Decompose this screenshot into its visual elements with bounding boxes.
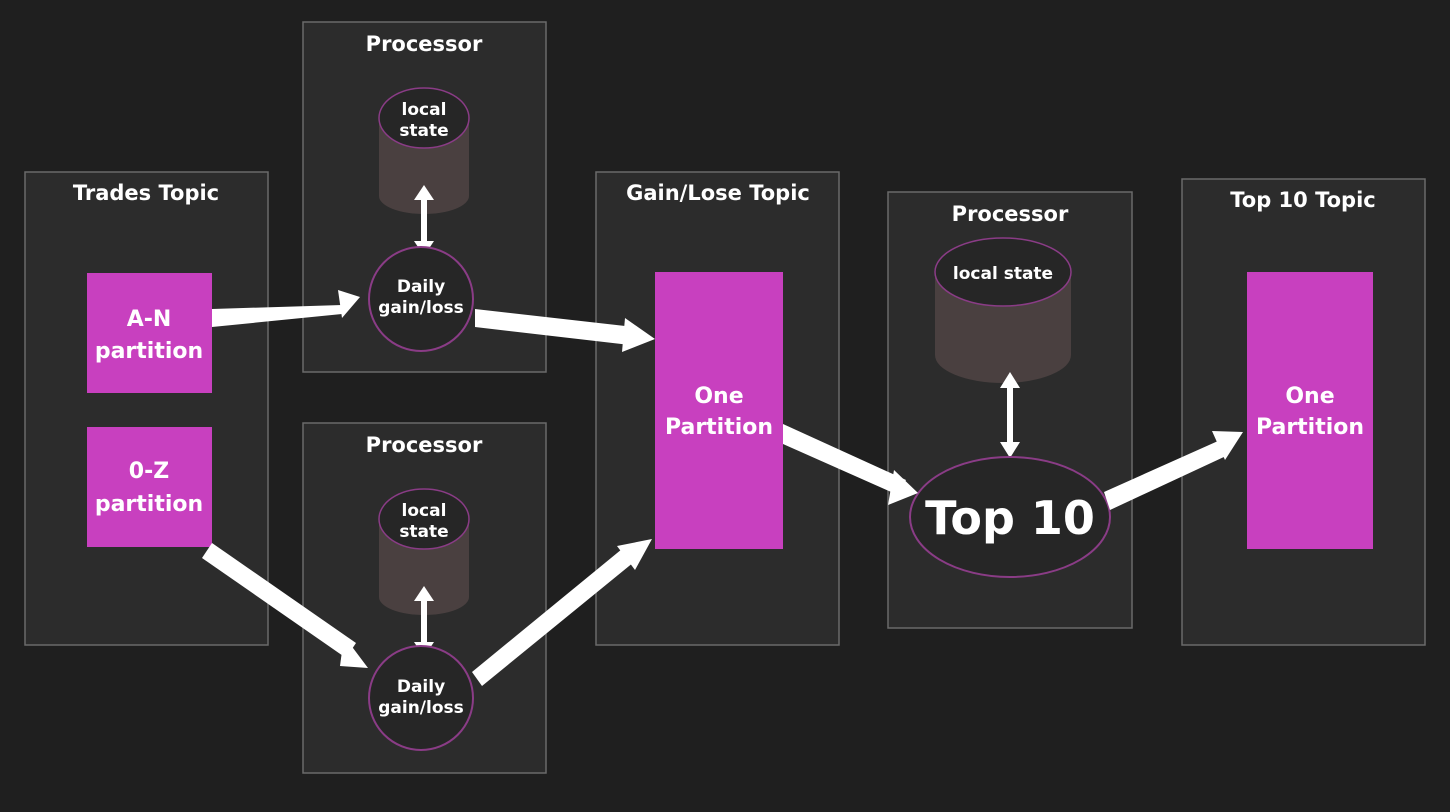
store-top10-label: local state xyxy=(953,264,1053,284)
bidirectional-arrow-top10-shaft xyxy=(1007,385,1013,445)
store-bottom-line2: state xyxy=(399,522,448,542)
partition-0-z: 0-Z partition xyxy=(87,427,212,547)
bidirectional-arrow-bottom-shaft xyxy=(421,598,427,644)
bidirectional-arrow-top-head-up xyxy=(414,185,434,200)
flow-arrow-ptop-shaft xyxy=(475,309,634,345)
local-state-store-bottom: local state xyxy=(378,488,470,615)
partition-a-n-line2: partition xyxy=(95,339,203,364)
gain-lose-partition-line2: Partition xyxy=(665,415,773,440)
daily-node-top-circle xyxy=(368,246,474,352)
partition-0-z-line1: 0-Z xyxy=(129,459,169,484)
flow-arrow-ptop-head xyxy=(622,318,655,352)
processor-top10-title: Processor xyxy=(952,202,1069,226)
bidirectional-arrow-bottom-head-up xyxy=(414,586,434,601)
flow-arrow-an-to-processor xyxy=(212,290,360,327)
store-top-line2: state xyxy=(399,121,448,141)
partition-0-z-line2: partition xyxy=(95,492,203,517)
bidirectional-arrow-top10-head-up xyxy=(1000,372,1020,388)
flow-arrow-processor-top-to-gain-lose xyxy=(475,309,655,352)
top10-node-ellipse xyxy=(909,456,1111,578)
top10-partition-line1: One xyxy=(1285,384,1334,409)
store-bottom-lid xyxy=(378,488,470,550)
top10-node-label: Top 10 xyxy=(925,491,1095,545)
trades-topic-title: Trades Topic xyxy=(73,181,219,205)
top10-partition: One Partition xyxy=(1247,272,1373,549)
top10-topic-title: Top 10 Topic xyxy=(1230,188,1375,212)
bidirectional-arrow-top10 xyxy=(1000,372,1020,458)
daily-node-bottom-line2: gain/loss xyxy=(378,698,464,718)
partition-a-n: A-N partition xyxy=(87,273,212,393)
gain-lose-partition: One Partition xyxy=(655,272,783,549)
processor-bottom-title: Processor xyxy=(366,433,483,457)
flow-arrow-an-shaft xyxy=(212,305,342,327)
gain-lose-topic-title: Gain/Lose Topic xyxy=(626,181,810,205)
processor-top-title: Processor xyxy=(366,32,483,56)
partition-0-z-block xyxy=(87,427,212,547)
daily-gain-loss-node-top: Daily gain/loss xyxy=(368,246,474,352)
top10-node: Top 10 xyxy=(909,456,1111,578)
partition-a-n-line1: A-N xyxy=(127,307,172,332)
flow-arrow-pbot-head xyxy=(617,539,652,570)
local-state-store-top10: local state xyxy=(934,237,1072,383)
daily-node-bottom-circle xyxy=(368,645,474,751)
daily-gain-loss-node-bottom: Daily gain/loss xyxy=(368,645,474,751)
gain-lose-partition-line1: One xyxy=(694,384,743,409)
local-state-store-top: local state xyxy=(378,87,470,214)
bidirectional-arrow-top-shaft xyxy=(421,197,427,243)
gain-lose-partition-block xyxy=(655,272,783,549)
flow-arrow-oz-to-processor xyxy=(202,543,368,668)
daily-node-bottom-line1: Daily xyxy=(397,677,445,697)
flow-arrow-oz-shaft xyxy=(202,543,356,658)
flow-arrow-oz-head xyxy=(340,636,368,668)
partition-a-n-block xyxy=(87,273,212,393)
store-top-line1: local xyxy=(402,100,447,120)
bidirectional-arrow-top10-head-down xyxy=(1000,442,1020,458)
flow-arrow-top10-to-topic xyxy=(1104,431,1243,510)
top10-partition-block xyxy=(1247,272,1373,549)
store-bottom-line1: local xyxy=(402,501,447,521)
flow-arrow-pbot-shaft xyxy=(472,549,634,686)
flow-arrow-t10-shaft xyxy=(1104,441,1226,510)
flow-arrow-processor-bottom-to-gain-lose xyxy=(472,539,652,686)
store-top10-lid xyxy=(934,237,1072,307)
daily-node-top-line1: Daily xyxy=(397,277,445,297)
flow-arrow-gl-shaft xyxy=(783,424,906,495)
flow-arrow-gl-head xyxy=(888,470,918,505)
daily-node-top-line2: gain/loss xyxy=(378,298,464,318)
trades-topic-box: Trades Topic xyxy=(24,171,269,646)
flow-arrow-t10-head xyxy=(1212,431,1243,460)
flow-arrow-an-head xyxy=(338,290,360,318)
store-top-lid xyxy=(378,87,470,149)
flow-arrow-gain-lose-to-top10 xyxy=(783,424,918,505)
top10-partition-line2: Partition xyxy=(1256,415,1364,440)
